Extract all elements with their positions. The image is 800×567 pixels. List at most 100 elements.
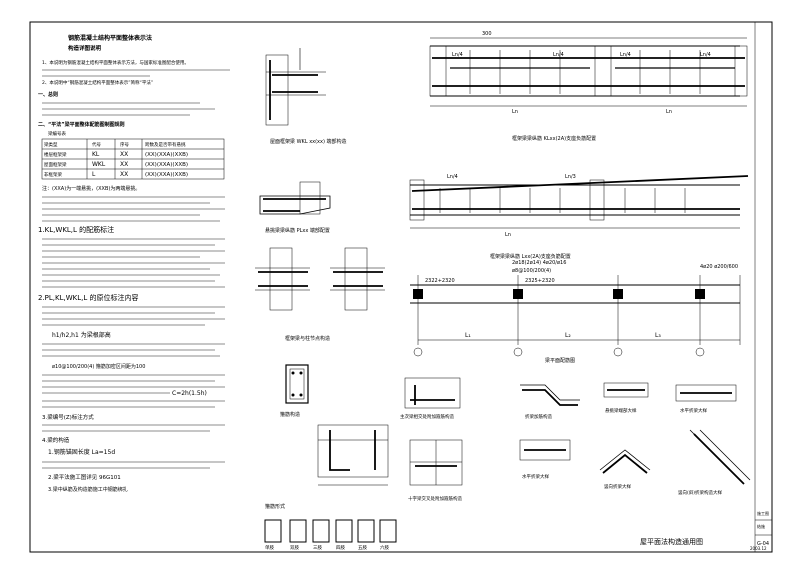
detail-box: 竖向折梁大样	[599, 449, 651, 490]
table-header: 代号	[92, 141, 101, 148]
detail-caption: 梁平面配筋图	[545, 357, 575, 364]
dim-label: 300	[482, 31, 492, 37]
plan-note: ø8@100/200(4)	[512, 268, 551, 274]
stirrup-type-label: 四肢	[336, 544, 345, 551]
dim-label: Ln/4	[452, 52, 463, 58]
table-cell: 非框架梁	[44, 171, 62, 178]
stirrup-type-label: 三肢	[313, 544, 322, 551]
sheet-date: 2003.12	[750, 546, 767, 551]
table-cell: (XX)(XXA)(XXB)	[145, 172, 188, 178]
note-line: 2.梁平法施工图详见 96G101	[48, 473, 121, 481]
note-filler-lines	[42, 400, 225, 408]
note-line: 1.钢筋锚固长度 La=15d	[48, 448, 115, 456]
dim-label: Ln/4	[700, 52, 711, 58]
table-cell: XX	[120, 151, 128, 158]
detail-caption: 框架梁梁纵筋 Lxx(2A)支座负筋配置	[490, 253, 571, 260]
table-cell: WKL	[92, 161, 106, 168]
note-filler-lines	[42, 196, 225, 222]
detail-box: 主次梁相交处附加箍筋构造	[400, 377, 461, 420]
detail-box: 十字梁交叉处附加箍筋构造	[408, 439, 462, 502]
notes-column: 钢筋混凝土结构平面整体表示法 构造详图说明 1、本说明为钢筋混凝土结构平面整体表…	[38, 34, 230, 493]
detail-caption: 主次梁相交处附加箍筋构造	[400, 413, 454, 420]
detail-box: 折梁加筋构造	[520, 384, 580, 420]
stirrup-row-title: 箍筋形式	[265, 503, 285, 510]
detail-caption: 竖向(斜)折梁构造大样	[678, 489, 723, 496]
plan-note: 4ø20 ø200/600	[700, 264, 738, 270]
table-header: 跨数及是否带有悬挑	[145, 141, 186, 148]
table-cell: L	[92, 171, 96, 178]
note-filler-lines	[42, 306, 225, 326]
sheet-border	[29, 21, 773, 553]
beam-table: 梁类型 代号 序号 跨数及是否带有悬挑 楼层框架梁 KL XX (XX)(XXA…	[41, 138, 225, 180]
detail-caption: 十字梁交叉处附加箍筋构造	[408, 495, 462, 502]
title-block: 施工图 结施 G-04 屋平面法构造通用图 2003.12	[640, 22, 772, 552]
note-line: 1.KL,WKL,L 的配筋标注	[38, 225, 114, 234]
stirrup-type-label: 双肢	[290, 544, 299, 551]
table-cell: KL	[92, 151, 100, 158]
detail-box: 水平折梁大样	[675, 384, 737, 414]
table-cell: 屋面框架梁	[44, 161, 67, 168]
table-cell: (XX)(XXA)(XXB)	[145, 162, 188, 168]
table-cell: XX	[120, 171, 128, 178]
detail-caption: 水平折梁大样	[680, 407, 707, 414]
column-junction-detail: 框架梁与柱节点构造	[255, 247, 385, 342]
dim-label: Ln	[512, 109, 518, 115]
bottom-details: 主次梁相交处附加箍筋构造 折梁加筋构造 悬挑梁端部大样 水平折梁大样 十字梁交叉…	[400, 377, 751, 502]
note-filler-lines	[42, 343, 225, 357]
detail-caption: 水平折梁大样	[522, 473, 549, 480]
note-line: ø10@100/200(4) 箍筋加密区间距为100	[52, 363, 145, 370]
dim-label: Ln	[505, 232, 511, 238]
note-line: 一、总则	[38, 91, 58, 98]
dim-label: Ln/4	[553, 52, 564, 58]
table-cell: (XX)(XXA)(XXB)	[145, 152, 188, 158]
note-line: 注：(XXA)为一端悬挑，(XXB)为两端悬挑。	[42, 185, 140, 192]
pl-end-detail: 悬挑梁梁纵筋 PLxx 端部配置	[259, 181, 331, 234]
note-filler-lines	[42, 374, 225, 394]
stirrup-type-label: 单肢	[265, 544, 274, 551]
detail-box: 水平折梁大样	[519, 439, 571, 480]
stirrup-type-label: 六肢	[380, 544, 389, 551]
table-header: 序号	[120, 141, 129, 148]
note-line: 1、本说明为钢筋混凝土结构平面整体表示方法，与国家标准图配合使用。	[42, 59, 189, 66]
note-filler-lines	[42, 69, 230, 116]
table-cell: XX	[120, 161, 128, 168]
plan-note: 2ø18(2ø14) 4ø20/ø16	[512, 260, 566, 266]
detail-caption: 屋面框架梁 WKL xx(xx) 端部构造	[270, 138, 347, 145]
table-header: 梁类型	[44, 141, 58, 148]
detail-caption: 框架梁与柱节点构造	[285, 335, 330, 342]
note-filler-lines	[42, 461, 225, 469]
dim-label: Ln/3	[565, 174, 576, 180]
wkl-end-detail: 屋面框架梁 WKL xx(xx) 端部构造	[265, 48, 347, 145]
dim-label: Ln	[666, 109, 672, 115]
detail-box: 竖向(斜)折梁构造大样	[678, 429, 751, 496]
stirrup-type-label: 五肢	[358, 544, 367, 551]
note-line: 2.PL,KL,WKL,L 的原位标注内容	[38, 293, 139, 302]
detail-caption: 框架梁梁纵筋 KLxx(2A)支座负筋配置	[512, 135, 596, 142]
plan-note: 2325+2320	[525, 278, 555, 284]
dim-label: L₁	[465, 332, 471, 339]
stirrup-types-row: 箍筋形式 单肢 双肢 三肢 四肢 五肢 六肢	[264, 503, 397, 551]
note-line: 3.梁编号(Z)标注方式	[42, 413, 94, 421]
note-line: 二、“平法”梁平面整体配筋图制图规则	[38, 121, 125, 128]
detail-caption: 折梁加筋构造	[525, 413, 552, 420]
sheet-code: G-04	[757, 541, 769, 547]
detail-caption: 箍筋构造	[280, 411, 300, 418]
note-line: 3.梁中纵筋及构造筋施工中钢筋绑扎	[48, 486, 128, 493]
note-line: h1/h2,h1 为梁根部高	[52, 331, 111, 339]
note-line: 4.梁的构造	[42, 436, 70, 444]
sheet-stamp: 结施	[757, 523, 765, 529]
cross-beam-detail	[317, 424, 389, 486]
detail-box: 悬挑梁端部大样	[603, 382, 649, 414]
detail-caption: 悬挑梁端部大样	[605, 407, 637, 414]
notes-heading: 钢筋混凝土结构平面整体表示法	[68, 34, 152, 42]
dim-label: Ln/4	[620, 52, 631, 58]
detail-caption: 悬挑梁梁纵筋 PLxx 端部配置	[265, 227, 330, 234]
detail-caption: 竖向折梁大样	[604, 483, 631, 490]
beam-elevation-mid: Ln/4 Ln/3 Ln 框架梁梁纵筋 Lxx(2A)支座负筋配置	[409, 174, 749, 260]
dim-label: L₃	[655, 332, 661, 339]
beam-elevation-top: 300 Ln/4 Ln/4 Ln/4 Ln/4 Ln Ln 框架梁梁纵筋 KLx…	[429, 31, 748, 142]
sheet-stamp: 施工图	[757, 510, 769, 516]
note-filler-lines	[42, 424, 225, 432]
table-cell: 楼层框架梁	[44, 151, 67, 158]
